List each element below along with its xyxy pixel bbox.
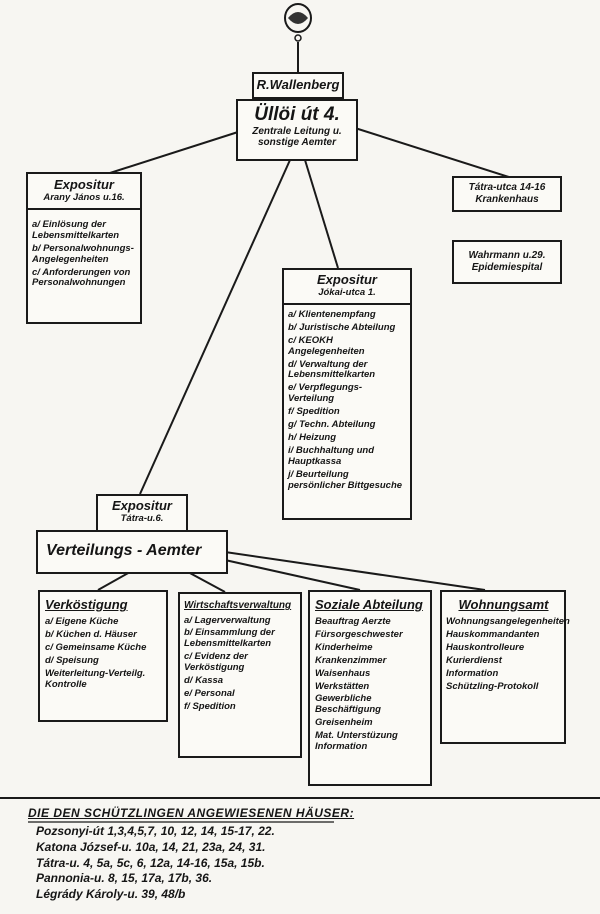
wahrmann-line1: Wahrmann u.29.: [468, 250, 546, 261]
soziale-item: Fürsorgeschwester: [315, 628, 403, 640]
houses-line: Pannonia-u. 8, 15, 17a, 17b, 36.: [36, 871, 213, 886]
jokai-item: a/ Klientenempfang: [288, 308, 376, 320]
arany-title: Expositur: [54, 177, 114, 192]
jokai-item: d/ Verwaltung der Lebensmittelkarten: [288, 358, 376, 381]
houses-line: Katona József-u. 10a, 14, 21, 23a, 24, 3…: [36, 839, 266, 854]
soziale-item: Mat. Unterstüzung Information: [315, 730, 398, 753]
soziale-abteilung-box: Soziale Abteilung Beauftrag Aerzte Fürso…: [308, 590, 432, 786]
verteilungs-title: Verteilungs - Aemter: [46, 542, 202, 559]
tatra-14-16-line1: Tátra-utca 14-16: [468, 182, 546, 193]
soziale-items: Beauftrag Aerzte Fürsorgeschwester Kinde…: [315, 615, 427, 753]
jokai-item: e/ Verpflegungs-Verteilung: [288, 382, 363, 405]
verkostigung-item: Weiterleitung-Verteilg. Kontrolle: [45, 667, 146, 690]
jokai-title: Expositur: [317, 272, 377, 287]
wirtschaft-item: a/ Lagerverwaltung: [184, 614, 271, 626]
wirtschaft-item: b/ Einsammlung der Lebensmittelkarten: [184, 627, 275, 650]
wohnung-item: Wohnungsangelegenheiten: [446, 615, 570, 627]
jokai-item: c/ KEOKH Angelegenheiten: [288, 334, 365, 357]
wirtschaft-item: c/ Evidenz der Verköstigung: [184, 651, 248, 674]
jokai-items: a/ Klientenempfang b/ Juristische Abteil…: [284, 305, 410, 496]
wohnung-item: Hauskommandanten: [446, 628, 540, 640]
verkostigung-item: d/ Speisung: [45, 654, 99, 666]
wahrmann-box: Wahrmann u.29. Epidemiespital: [452, 240, 562, 284]
soziale-title: Soziale Abteilung: [315, 597, 423, 612]
wohnung-item: Hauskontrolleure: [446, 641, 525, 653]
soziale-item: Krankenzimmer: [315, 654, 387, 666]
wirtschaft-item: e/ Personal: [184, 688, 235, 700]
emblem-seal-icon: [284, 3, 312, 42]
jokai-item: f/ Spedition: [288, 406, 340, 418]
wohnung-title: Wohnungsamt: [458, 597, 549, 612]
jokai-subtitle: Jókai-utca 1.: [318, 286, 376, 298]
verkostigung-title: Verköstigung: [45, 597, 128, 612]
central-subtitle: Zentrale Leitung u. sonstige Aemter: [252, 125, 342, 149]
arany-item: c/ Anforderungen von Personalwohnungen: [32, 266, 131, 289]
wahrmann-line2: Epidemiespital: [471, 261, 543, 273]
soziale-item: Kinderheime: [315, 641, 373, 653]
arany-item: b/ Personalwohnungs-Angelegenheiten: [32, 242, 134, 265]
central-box: Üllöi út 4. Zentrale Leitung u. sonstige…: [236, 99, 358, 161]
verteilungs-aemter-box: Verteilungs - Aemter: [36, 530, 228, 574]
expositur-jokai-box: Expositur Jókai-utca 1. a/ Klientenempfa…: [282, 268, 412, 520]
wohnungsamt-box: Wohnungsamt Wohnungsangelegenheiten Haus…: [440, 590, 570, 744]
tatra-6-title: Expositur: [112, 498, 172, 513]
wirtschaft-title: Wirtschaftsverwaltung: [184, 600, 292, 611]
verkostigung-box: Verköstigung a/ Eigene Küche b/ Küchen d…: [38, 590, 168, 722]
expositur-arany-box: Expositur Arany János u.16. a/ Einlösung…: [26, 172, 142, 324]
soziale-item: Gewerbliche Beschäftigung: [315, 693, 381, 716]
soziale-item: Beauftrag Aerzte: [315, 615, 391, 627]
wirtschaftsverwaltung-box: Wirtschaftsverwaltung a/ Lagerverwaltung…: [178, 592, 302, 758]
arany-item: a/ Einlösung der Lebensmittelkarten: [32, 218, 120, 241]
soziale-item: Werkstätten: [315, 680, 370, 692]
jokai-item: j/ Beurteilung persönlicher Bittgesuche: [288, 468, 403, 491]
houses-list: Pozsonyi-út 1,3,4,5,7, 10, 12, 14, 15-17…: [36, 824, 576, 903]
expositur-tatra-6-box: Expositur Tátra-u.6.: [96, 494, 188, 530]
tatra-6-subtitle: Tátra-u.6.: [120, 512, 164, 524]
jokai-item: i/ Buchhaltung und Hauptkassa: [288, 445, 375, 467]
arany-subtitle: Arany János u.16.: [43, 191, 125, 203]
verkostigung-items: a/ Eigene Küche b/ Küchen d. Häuser c/ G…: [45, 615, 162, 691]
houses-line: Légrády Károly-u. 39, 48/b: [36, 887, 186, 902]
wohnung-item: Information: [446, 667, 499, 679]
tatra-14-16-box: Tátra-utca 14-16 Krankenhaus: [452, 176, 562, 212]
wirtschaft-items: a/ Lagerverwaltung b/ Einsammlung der Le…: [184, 614, 297, 713]
tatra-14-16-line2: Krankenhaus: [475, 193, 539, 205]
wohnung-items: Wohnungsangelegenheiten Hauskommandanten…: [446, 615, 570, 693]
central-title: Üllöi út 4.: [254, 104, 340, 125]
soziale-item: Greisenheim: [315, 717, 373, 729]
wohnung-item: Kurierdienst: [446, 654, 502, 666]
jokai-item: g/ Techn. Abteilung: [288, 419, 376, 431]
houses-heading: DIE DEN SCHÜTZLINGEN ANGEWIESENEN HÄUSER…: [28, 806, 355, 820]
verkostigung-item: a/ Eigene Küche: [45, 615, 119, 627]
houses-line: Tátra-u. 4, 5a, 5c, 6, 12a, 14-16, 15a, …: [36, 855, 265, 870]
soziale-item: Waisenhaus: [315, 667, 371, 679]
arany-items: a/ Einlösung der Lebensmittelkarten b/ P…: [28, 210, 140, 294]
wirtschaft-item: d/ Kassa: [184, 675, 224, 687]
jokai-item: h/ Heizung: [288, 432, 337, 444]
wohnung-item: Schützling-Protokoll: [446, 680, 539, 692]
wirtschaft-item: f/ Spedition: [184, 700, 236, 712]
verkostigung-item: c/ Gemeinsame Küche: [45, 641, 147, 653]
jokai-item: b/ Juristische Abteilung: [288, 321, 396, 333]
wallenberg-box: R.Wallenberg: [252, 72, 344, 99]
houses-line: Pozsonyi-út 1,3,4,5,7, 10, 12, 14, 15-17…: [36, 824, 275, 838]
verkostigung-item: b/ Küchen d. Häuser: [45, 628, 137, 640]
wallenberg-name: R.Wallenberg: [256, 77, 340, 92]
